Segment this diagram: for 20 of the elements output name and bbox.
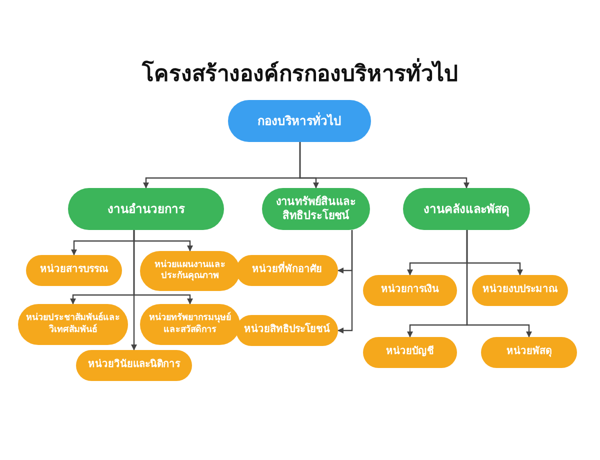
unit-box: หน่วยการเงิน bbox=[363, 275, 457, 306]
unit-box: หน่วยทรัพยากรมนุษย์และสวัสดิการ bbox=[140, 304, 240, 345]
connector-arrow bbox=[338, 230, 353, 334]
diagram-title: โครงสร้างองค์กรกองบริหารทั่วไป bbox=[0, 56, 600, 91]
connector-arrow bbox=[131, 230, 137, 350]
department-box: กองบริหารทั่วไป bbox=[228, 100, 371, 142]
unit-box: หน่วยสิทธิประโยชน์ bbox=[236, 315, 338, 346]
unit-box: หน่วยที่พักอาศัย bbox=[236, 255, 338, 286]
unit-box: หน่วยบัญชี bbox=[363, 337, 457, 368]
section-box: งานคลังและพัสดุ bbox=[403, 188, 530, 230]
section-box: งานทรัพย์สินและสิทธิประโยชน์ bbox=[262, 188, 370, 230]
connector-arrow bbox=[299, 142, 470, 188]
unit-box: หน่วยประชาสัมพันธ์และวิเทศสัมพันธ์ bbox=[18, 304, 128, 345]
section-box: งานอำนวยการ bbox=[68, 188, 224, 230]
unit-box: หน่วยแผนงานและประกันคุณภาพ bbox=[140, 251, 240, 291]
unit-box: หน่วยพัสดุ bbox=[481, 337, 577, 368]
connector-arrow bbox=[466, 230, 532, 338]
unit-box: หน่วยสารบรรณ bbox=[26, 255, 122, 286]
unit-box: หน่วยงบประมาณ bbox=[472, 275, 568, 306]
unit-box: หน่วยวินัยและนิติการ bbox=[76, 350, 192, 381]
